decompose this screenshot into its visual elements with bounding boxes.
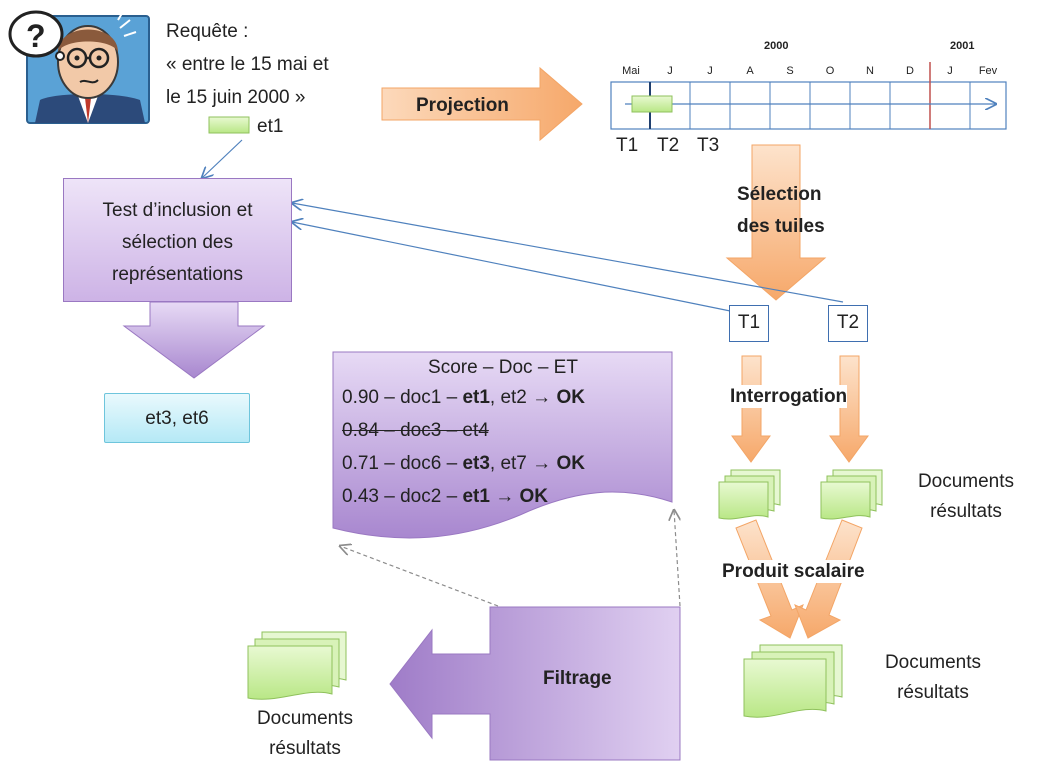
month-label: J	[707, 65, 713, 77]
documents-stack-t2	[820, 469, 883, 520]
inclusion-line-2: sélection des	[122, 232, 233, 253]
interrogation-arrow-t1	[731, 355, 771, 463]
score-row-text: 0.84 – doc3 – et4	[342, 420, 489, 441]
month-label: Fev	[978, 65, 998, 77]
documents-label-top: Documents résultats	[912, 470, 1020, 523]
documents-label-merged: Documents résultats	[868, 651, 998, 704]
timeline-tile-t2: T2	[657, 135, 680, 156]
selection-label-2: des tuiles	[737, 216, 825, 237]
documents-stack-merged	[743, 644, 843, 718]
tile-t2: T2	[828, 305, 868, 342]
documents-stack-filtered	[247, 631, 347, 700]
interrogation-label: Interrogation	[730, 385, 848, 408]
projection-label: Projection	[416, 95, 509, 116]
query-line-2: le 15 juin 2000 »	[166, 87, 306, 108]
produit-scalaire-label: Produit scalaire	[722, 560, 865, 583]
timeline-tile-t3: T3	[697, 135, 720, 156]
score-row-text: 0.71 – doc6 –	[342, 453, 463, 474]
projection-arrow	[381, 66, 583, 142]
year-2001: 2001	[950, 40, 975, 52]
score-row-et: et1	[462, 486, 490, 507]
inclusion-line-1: Test d’inclusion et	[102, 200, 253, 221]
month-label: O	[825, 65, 835, 77]
score-row-et: et1	[462, 387, 490, 408]
query-to-inclusion-line	[202, 139, 243, 178]
arrow-right-icon: →	[495, 486, 515, 507]
filtrage-to-table-right-line	[674, 510, 680, 607]
timeline-grid	[610, 62, 1007, 130]
month-label: A	[746, 65, 754, 77]
confused-man-icon: ?	[8, 9, 150, 124]
month-label: J	[947, 65, 953, 77]
score-row-text: 0.90 – doc1 –	[342, 387, 463, 408]
filtrage-arrow	[389, 606, 681, 761]
documents-label-filtered-1: Documents	[256, 708, 354, 729]
result-note: et3, et6	[104, 393, 250, 443]
score-row: 0.71 – doc6 – et3, et7 → OK	[342, 452, 664, 485]
month-label: S	[786, 65, 794, 77]
result-note-text: et3, et6	[145, 408, 209, 429]
inclusion-line-3: représentations	[112, 264, 243, 285]
t2-to-inclusion-line	[292, 203, 844, 303]
filtrage-to-table-left-line	[340, 546, 499, 607]
month-label: Mai	[622, 65, 640, 77]
et1-swatch	[208, 116, 250, 134]
score-row: 0.84 – doc3 – et4	[342, 419, 664, 452]
ok-badge: OK	[556, 453, 585, 474]
score-row-et: et3	[462, 453, 490, 474]
score-row: 0.90 – doc1 – et1, et2 → OK	[342, 386, 664, 419]
documents-label-filtered: Documents résultats	[240, 707, 370, 760]
score-table-shape	[332, 351, 673, 539]
arrow-right-icon: →	[532, 387, 552, 408]
arrow-right-icon: →	[532, 453, 552, 474]
documents-label-merged-2: résultats	[897, 682, 969, 703]
interrogation-arrow-t2	[829, 355, 869, 463]
month-label: J	[667, 65, 673, 77]
score-row-text: 0.43 – doc2 –	[342, 486, 463, 507]
selection-tuiles-arrow	[725, 144, 827, 301]
documents-label-top-2: résultats	[930, 501, 1002, 522]
month-label: D	[906, 65, 914, 77]
et1-label: et1	[257, 116, 284, 137]
ok-badge: OK	[519, 486, 548, 507]
inclusion-down-arrow	[122, 301, 266, 379]
t1-to-inclusion-line	[292, 222, 746, 315]
documents-stack-t1	[718, 469, 781, 520]
documents-label-top-1: Documents	[917, 471, 1015, 492]
inclusion-test-box: Test d’inclusion et sélection des représ…	[63, 178, 292, 302]
score-table: Score – Doc – ET 0.90 – doc1 – et1, et2 …	[342, 356, 664, 518]
score-row-rest: , et2	[489, 387, 527, 408]
score-table-header: Score – Doc – ET	[428, 357, 578, 378]
documents-label-merged-1: Documents	[884, 652, 982, 673]
score-row-rest: , et7	[489, 453, 527, 474]
tile-t1: T1	[729, 305, 769, 342]
selection-label-1: Sélection	[737, 184, 822, 205]
timeline-tile-t1: T1	[616, 135, 639, 156]
timeline-interval	[631, 95, 673, 113]
documents-label-filtered-2: résultats	[269, 738, 341, 759]
ok-badge: OK	[556, 387, 585, 408]
score-row: 0.43 – doc2 – et1 → OK	[342, 485, 664, 518]
query-label: Requête :	[166, 21, 249, 42]
query-line-1: « entre le 15 mai et	[166, 54, 329, 75]
year-2000: 2000	[764, 40, 789, 52]
month-label: N	[866, 65, 874, 77]
filtrage-label: Filtrage	[543, 668, 612, 689]
svg-text:?: ?	[26, 18, 46, 54]
